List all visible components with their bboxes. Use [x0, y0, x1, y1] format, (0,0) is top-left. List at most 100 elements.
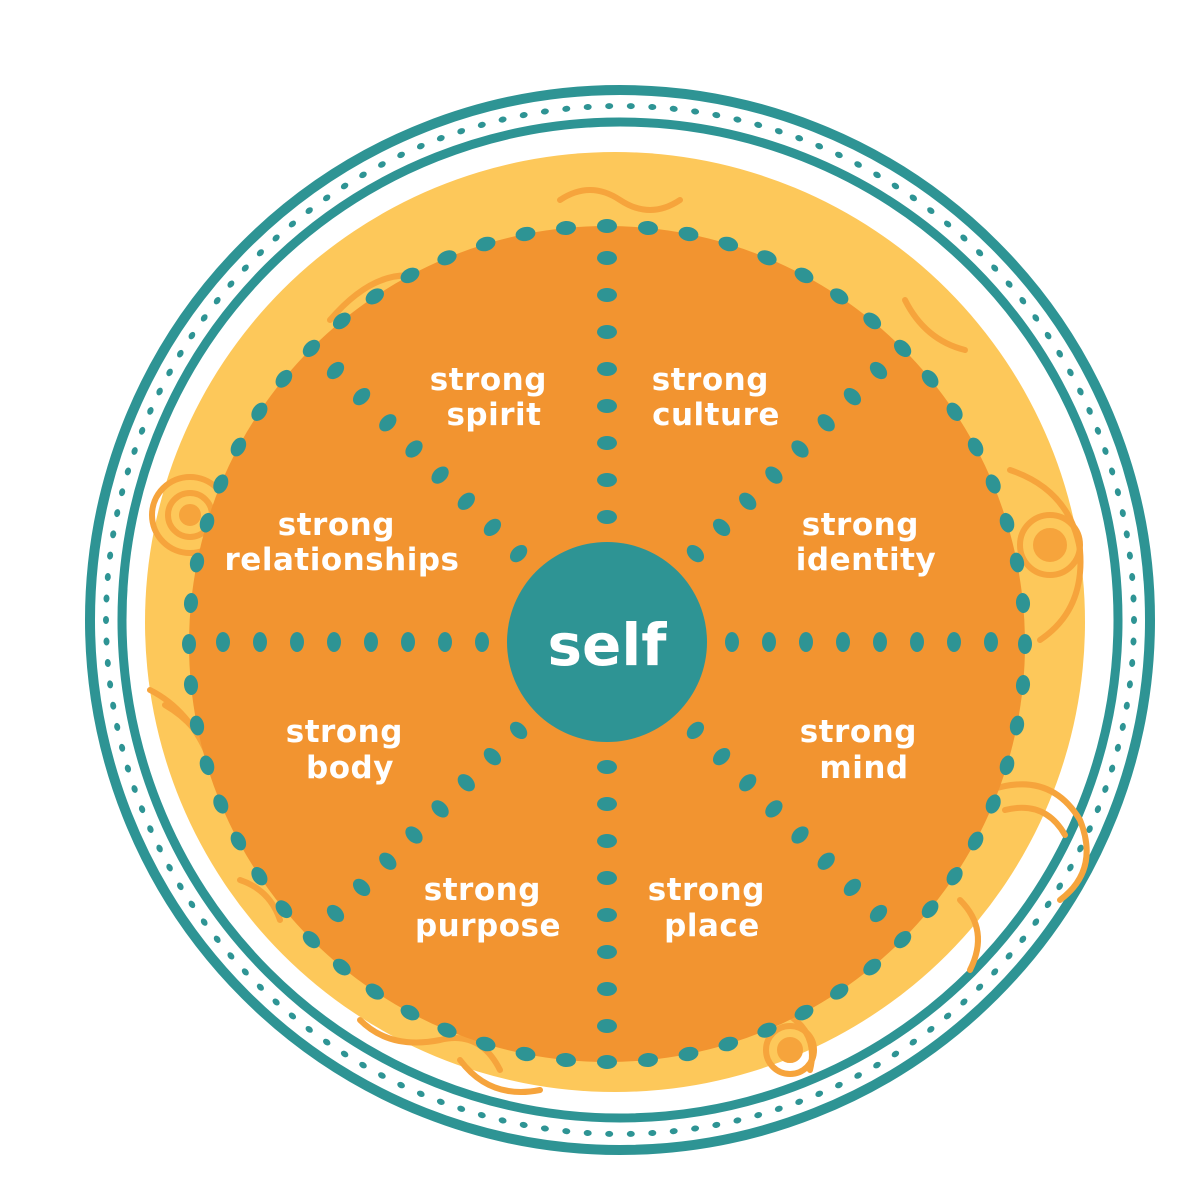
- spoke-dot: [352, 878, 371, 897]
- ring-dot: [648, 103, 657, 111]
- outer-ring-inner-line: [117, 117, 1123, 1123]
- spoke-dot: [431, 800, 449, 818]
- ring-dot: [1044, 331, 1052, 340]
- spoke-dot: [597, 510, 617, 524]
- spoke-dot: [457, 774, 475, 792]
- ring-dot: [1005, 952, 1013, 960]
- ring-dot: [156, 844, 163, 853]
- spoke-dot: [791, 440, 809, 458]
- ring-dot: [124, 764, 131, 773]
- boundary-dot: [597, 219, 617, 233]
- ring-dot: [104, 573, 111, 581]
- spoke-dot: [910, 632, 924, 652]
- ring-dot: [340, 1050, 349, 1058]
- ring-dot: [457, 128, 466, 135]
- segment-mind-line2: mind: [819, 750, 908, 786]
- ring-dot: [436, 135, 445, 142]
- boundary-dot: [400, 1004, 420, 1021]
- ring-dot: [873, 171, 881, 179]
- segment-identity-line2: identity: [796, 542, 936, 578]
- segment-place-line1: strong: [648, 872, 765, 908]
- ring-dot: [1130, 594, 1137, 603]
- ring-dot: [1094, 426, 1102, 435]
- spoke-dot: [762, 632, 776, 652]
- ring-dot: [1077, 844, 1084, 853]
- boundary-dot: [678, 226, 699, 242]
- ring-dot: [626, 1130, 635, 1137]
- ring-dot: [909, 1038, 918, 1046]
- spoke-dot: [597, 908, 617, 922]
- ring-dot: [147, 825, 154, 833]
- ring-dot: [943, 1012, 952, 1020]
- ring-dot: [519, 1121, 528, 1128]
- ring-dot: [436, 1098, 445, 1105]
- boundary-dot: [230, 831, 247, 851]
- ring-dot: [124, 467, 131, 476]
- ring-dot: [1114, 743, 1121, 752]
- spoke-dot: [364, 632, 378, 652]
- boundary-dot: [183, 593, 199, 613]
- ring-dot: [1019, 297, 1027, 305]
- segment-spirit-line1: strong: [430, 362, 547, 398]
- ring-dot: [626, 103, 635, 110]
- ring-dot: [359, 171, 367, 179]
- ring-dot: [1131, 616, 1137, 624]
- ring-dot: [648, 1129, 657, 1137]
- boundary-dot: [515, 226, 536, 242]
- ring-dot: [477, 121, 486, 128]
- ring-dot: [1032, 918, 1040, 926]
- boundary-dot: [182, 634, 196, 654]
- spoke-dot: [817, 852, 835, 870]
- spoke-dot: [483, 747, 502, 766]
- ring-dot: [854, 161, 862, 168]
- ring-dot: [1056, 349, 1063, 358]
- ring-dot: [835, 151, 843, 159]
- ring-dot: [110, 530, 117, 539]
- ring-dot: [288, 1012, 297, 1020]
- spoke-dot: [597, 325, 617, 339]
- ring-dot: [583, 103, 592, 111]
- boundary-dot: [189, 552, 205, 573]
- spoke-dot: [597, 473, 617, 487]
- ring-dot: [891, 182, 900, 190]
- segment-body-line2: body: [306, 750, 394, 786]
- spoke-dot: [843, 387, 862, 406]
- ring-dot: [854, 1072, 862, 1079]
- ring-dot: [815, 1090, 824, 1097]
- boundary-dot: [830, 983, 849, 1000]
- center-circle: [507, 542, 707, 742]
- ring-dot: [991, 968, 999, 976]
- ring-dot: [104, 659, 111, 667]
- spoke-dot: [597, 399, 617, 413]
- ring-dot: [909, 194, 918, 202]
- boundary-dot: [999, 512, 1015, 533]
- ring-dot: [131, 785, 138, 793]
- boundary-dot: [183, 675, 199, 695]
- spoke-dot: [290, 632, 304, 652]
- spoke-dot: [216, 632, 230, 652]
- boundary-dot: [400, 267, 420, 284]
- boundary-dot: [199, 512, 215, 533]
- ring-dot: [397, 1081, 405, 1089]
- spoke-dots: [216, 251, 998, 1033]
- ring-dot: [256, 983, 264, 991]
- boundary-dot: [946, 867, 963, 886]
- spoke-dot: [326, 904, 345, 923]
- ring-dot: [305, 207, 313, 214]
- ring-dot: [1102, 785, 1109, 793]
- spoke-dot: [739, 492, 757, 510]
- segment-relationships-line1: strong: [278, 507, 395, 543]
- ring-dot: [1119, 722, 1126, 731]
- ring-dot: [416, 1090, 425, 1097]
- segment-purpose-line1: strong: [424, 872, 541, 908]
- ring-dot: [519, 112, 528, 119]
- ring-dot: [241, 264, 249, 272]
- spoke-dot: [843, 878, 862, 897]
- spoke-dot: [597, 871, 617, 885]
- boundary-dot: [757, 1022, 777, 1038]
- ring-dot: [835, 1081, 843, 1089]
- spoke-dot: [253, 632, 267, 652]
- outer-ring-dots: [103, 103, 1137, 1137]
- ring-dot: [305, 1026, 313, 1033]
- ring-dot: [774, 128, 783, 135]
